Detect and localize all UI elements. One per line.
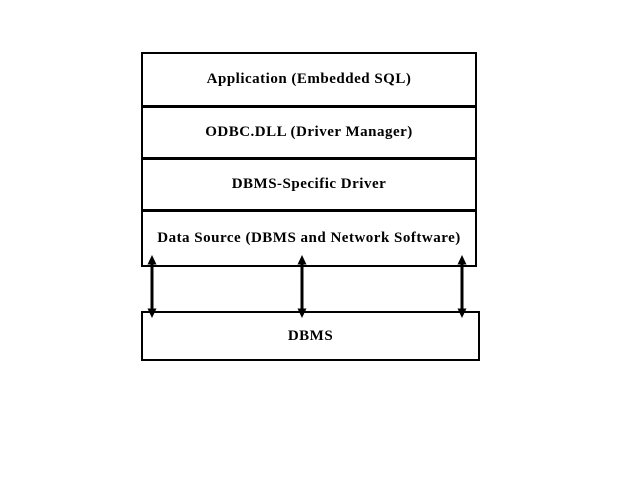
box-label-application: Application (Embedded SQL)	[206, 71, 412, 87]
odbc-layer-stack: Application (Embedded SQL) ODBC.DLL (Dri…	[141, 52, 477, 267]
box-label-dbms-specific-driver: DBMS-Specific Driver	[231, 176, 387, 192]
diagram-box-dbms-specific-driver: DBMS-Specific Driver	[143, 160, 475, 212]
diagram-box-application: Application (Embedded SQL)	[143, 54, 475, 108]
box-label-dbms: DBMS	[287, 327, 334, 344]
box-label-odbc-dll: ODBC.DLL (Driver Manager)	[205, 124, 413, 140]
diagram-box-odbc-dll: ODBC.DLL (Driver Manager)	[143, 108, 475, 160]
diagram-box-dbms: DBMS	[141, 311, 480, 361]
box-label-data-source: Data Source (DBMS and Network Software)	[157, 230, 461, 246]
diagram-box-data-source: Data Source (DBMS and Network Software)	[143, 212, 475, 265]
